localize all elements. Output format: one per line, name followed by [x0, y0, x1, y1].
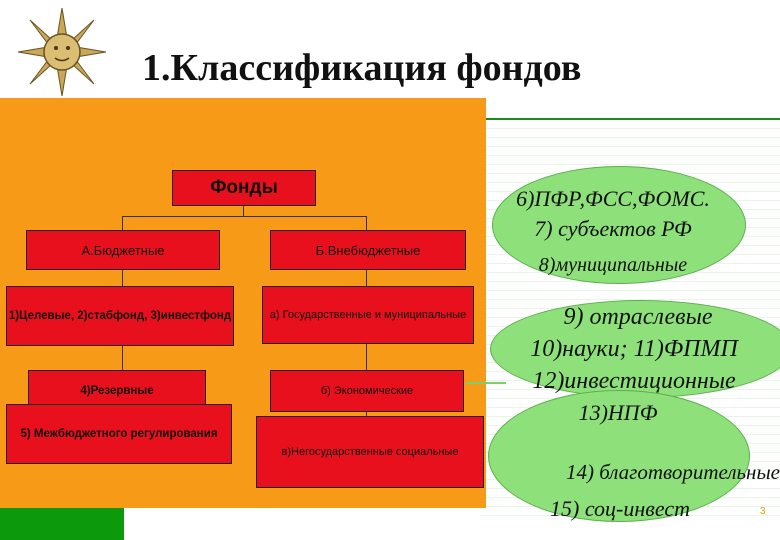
oval-text: 7) субъектов РФ: [534, 216, 692, 241]
right-item-box: в)Негосударственные социальные: [256, 416, 484, 488]
diagram-panel: Фонды А.Бюджетные Б.Внебюджетные 1)Целев…: [0, 98, 486, 508]
oval-connector: [466, 382, 506, 384]
oval-text: 10)науки; 11)ФПМП: [530, 336, 738, 362]
left-item-box: 5) Межбюджетного регулирования: [6, 404, 232, 464]
oval-text: 6)ПФР,ФСС,ФОМС.: [516, 186, 710, 211]
left-decor-bottom: [0, 508, 124, 540]
connector-line: [366, 270, 367, 286]
oval-text: 9) отраслевые: [563, 304, 713, 330]
connector-line: [366, 344, 367, 370]
category-box-offbudget: Б.Внебюджетные: [270, 230, 466, 270]
sun-logo-icon: [18, 8, 106, 96]
page-title: 1.Классификация фондов: [142, 47, 582, 89]
tree-root-label: Фонды: [210, 177, 278, 198]
left-item-box: 1)Целевые, 2)стабфонд, 3)инвестфонд: [6, 286, 234, 346]
category-box-budget: А.Бюджетные: [26, 230, 220, 270]
connector-line: [122, 346, 123, 370]
right-item-box: а) Государственные и муниципальные: [262, 286, 474, 344]
connector-line: [122, 270, 123, 286]
connector-line: [243, 206, 244, 216]
fund-oval: [490, 300, 780, 398]
connector-line: [366, 216, 367, 230]
oval-text: 12)инвестиционные: [532, 368, 736, 394]
tree-root-box: Фонды: [172, 170, 316, 206]
fund-oval: [492, 166, 746, 284]
oval-text: 15) соц-инвест: [550, 496, 690, 521]
oval-text: 8)муниципальные: [538, 254, 688, 276]
oval-text: 14) благотворительные: [565, 460, 780, 484]
page-number: 3: [760, 506, 766, 517]
connector-line: [122, 216, 123, 230]
oval-text: 13)НПФ: [578, 400, 658, 425]
right-item-box: б) Экономические: [270, 370, 464, 412]
fund-oval: [488, 390, 750, 522]
connector-line: [122, 216, 366, 217]
